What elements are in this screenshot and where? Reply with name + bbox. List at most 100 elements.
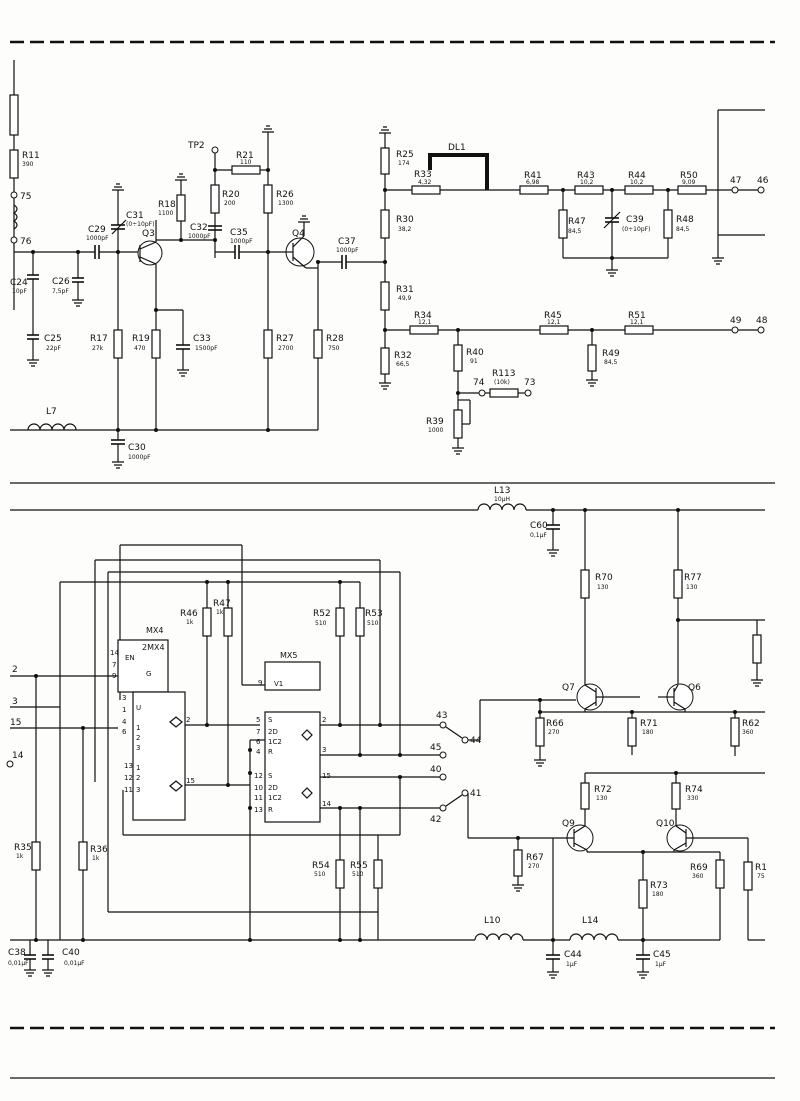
svg-text:15: 15 xyxy=(322,772,331,780)
svg-text:180: 180 xyxy=(642,729,654,736)
svg-text:R53: R53 xyxy=(365,609,383,619)
switch-contact-45[interactable] xyxy=(439,751,447,759)
svg-text:12,1: 12,1 xyxy=(418,319,432,326)
svg-text:15: 15 xyxy=(186,777,195,785)
svg-text:91: 91 xyxy=(470,358,478,365)
svg-text:2: 2 xyxy=(136,774,140,782)
svg-text:C35: C35 xyxy=(230,228,248,238)
resistor-r54 xyxy=(335,859,345,889)
resistor-r41 xyxy=(519,185,549,195)
svg-text:3: 3 xyxy=(136,786,140,794)
svg-text:75: 75 xyxy=(20,192,31,202)
svg-text:1k: 1k xyxy=(216,609,224,616)
svg-text:14: 14 xyxy=(12,751,24,761)
resistor-r18 xyxy=(176,194,186,222)
node-73 xyxy=(524,389,532,397)
svg-text:180: 180 xyxy=(652,891,664,898)
svg-text:R62: R62 xyxy=(742,719,760,729)
svg-text:2700: 2700 xyxy=(278,345,293,352)
svg-text:1k: 1k xyxy=(92,855,100,862)
svg-text:C44: C44 xyxy=(564,950,582,960)
svg-text:49,9: 49,9 xyxy=(398,295,412,302)
svg-text:R71: R71 xyxy=(640,719,658,729)
svg-text:330: 330 xyxy=(687,795,699,802)
svg-text:360: 360 xyxy=(692,873,704,880)
svg-text:R41: R41 xyxy=(524,171,542,181)
node-76 xyxy=(10,236,18,244)
resistor-r30 xyxy=(380,209,390,239)
svg-text:270: 270 xyxy=(528,863,540,870)
input-inductor xyxy=(12,204,18,230)
test-point-tp2[interactable] xyxy=(211,146,219,154)
svg-text:R47: R47 xyxy=(568,217,586,227)
node-46 xyxy=(757,186,765,194)
switch-pole-44[interactable] xyxy=(461,736,469,744)
potentiometer-r39[interactable] xyxy=(453,409,463,439)
svg-text:0,01µF: 0,01µF xyxy=(64,960,85,967)
svg-text:1500pF: 1500pF xyxy=(195,345,218,352)
node-48 xyxy=(757,326,765,334)
switch-contact-43[interactable] xyxy=(439,721,447,729)
svg-text:11: 11 xyxy=(124,786,133,794)
chip-mx5-body xyxy=(264,711,321,823)
svg-text:270: 270 xyxy=(548,729,560,736)
svg-text:Q10: Q10 xyxy=(656,819,675,829)
svg-text:C30: C30 xyxy=(128,443,146,453)
node-14 xyxy=(6,760,14,768)
svg-text:75: 75 xyxy=(757,873,765,880)
svg-text:2D: 2D xyxy=(268,728,278,736)
svg-text:1: 1 xyxy=(136,764,140,772)
svg-text:G: G xyxy=(146,670,151,678)
svg-text:R46: R46 xyxy=(180,609,198,619)
svg-text:R18: R18 xyxy=(158,200,176,210)
svg-text:R50: R50 xyxy=(680,171,698,181)
svg-text:C39: C39 xyxy=(626,215,644,225)
switch-contact-40[interactable] xyxy=(439,773,447,781)
svg-text:200: 200 xyxy=(224,200,236,207)
resistor-r34 xyxy=(409,325,439,335)
svg-text:(10k): (10k) xyxy=(494,379,510,386)
svg-text:1µF: 1µF xyxy=(566,961,578,968)
svg-text:84,5: 84,5 xyxy=(604,359,618,366)
svg-text:66,5: 66,5 xyxy=(396,361,410,368)
resistor-r70 xyxy=(580,569,590,599)
svg-text:12: 12 xyxy=(254,772,263,780)
svg-text:13: 13 xyxy=(254,806,263,814)
svg-text:3: 3 xyxy=(136,744,140,752)
resistor-r66 xyxy=(535,717,545,747)
resistor-r25 xyxy=(380,147,390,175)
svg-text:(0÷10pF): (0÷10pF) xyxy=(126,221,154,228)
node-47 xyxy=(731,186,739,194)
svg-text:Q9: Q9 xyxy=(562,819,575,829)
svg-text:R74: R74 xyxy=(685,785,703,795)
label-r11: R11 xyxy=(22,151,40,161)
svg-text:L14: L14 xyxy=(582,916,599,926)
svg-text:L10: L10 xyxy=(484,916,501,926)
svg-text:R49: R49 xyxy=(602,349,620,359)
svg-text:9,09: 9,09 xyxy=(682,179,696,186)
chip-mx5-top xyxy=(264,661,321,691)
svg-text:R45: R45 xyxy=(544,311,562,321)
svg-text:R70: R70 xyxy=(595,573,613,583)
switch-pole-41[interactable] xyxy=(461,789,469,797)
svg-text:6: 6 xyxy=(122,728,127,736)
svg-text:1k: 1k xyxy=(186,619,194,626)
svg-text:9: 9 xyxy=(258,679,262,687)
switch-contact-42[interactable] xyxy=(439,804,447,812)
svg-text:C37: C37 xyxy=(338,237,356,247)
svg-text:2: 2 xyxy=(136,734,140,742)
resistor-r35 xyxy=(31,841,41,871)
resistor-r48 xyxy=(663,209,673,239)
svg-text:R33: R33 xyxy=(414,170,432,180)
svg-text:510: 510 xyxy=(315,620,327,627)
svg-text:4: 4 xyxy=(256,748,261,756)
svg-text:S: S xyxy=(268,716,273,724)
svg-text:C26: C26 xyxy=(52,277,70,287)
svg-text:U: U xyxy=(136,704,141,712)
resistor-r72 xyxy=(580,782,590,810)
resistor-r28 xyxy=(313,329,323,359)
svg-text:R39: R39 xyxy=(426,417,444,427)
svg-text:Q7: Q7 xyxy=(562,683,575,693)
svg-text:1000pF: 1000pF xyxy=(230,238,253,245)
svg-text:R77: R77 xyxy=(684,573,702,583)
